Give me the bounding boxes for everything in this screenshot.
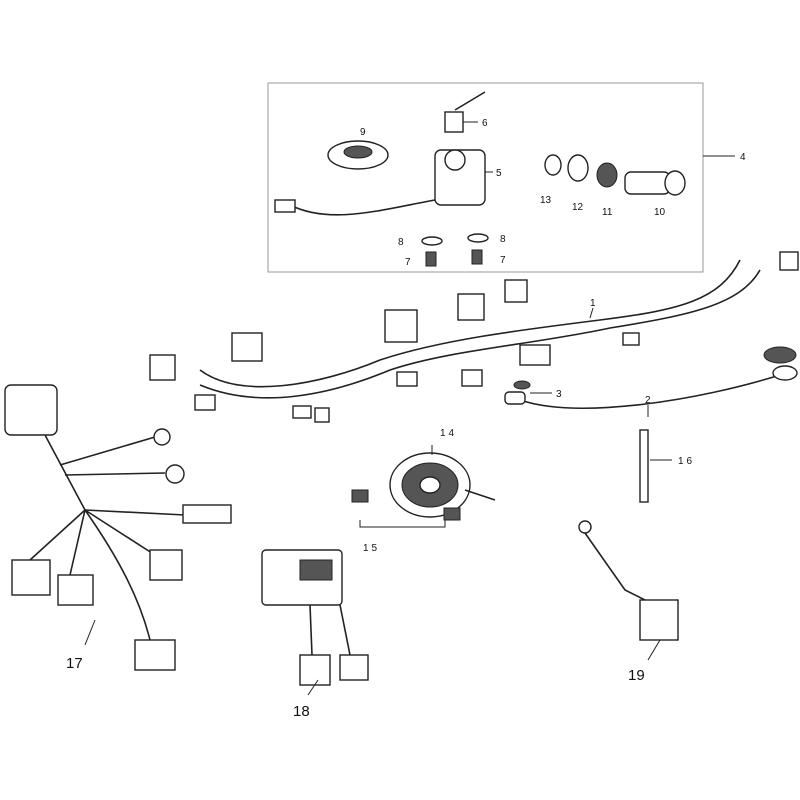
callout-8b: 8	[500, 234, 506, 245]
callout-9: 9	[360, 127, 366, 138]
leader-lines	[84, 121, 672, 696]
main-wire-harness	[149, 251, 799, 423]
ground-cable	[504, 346, 798, 409]
callout-16: 16	[678, 456, 695, 467]
callout-2: 2	[645, 395, 651, 406]
callout-5: 5	[496, 168, 502, 179]
callout-17: 17	[66, 655, 83, 672]
callout-6: 6	[482, 118, 488, 129]
screw-3	[513, 380, 531, 390]
fuse-16	[639, 429, 649, 503]
callout-7a: 7	[405, 257, 411, 268]
callout-8a: 8	[398, 237, 404, 248]
callout-12: 12	[572, 202, 584, 213]
relay-19	[578, 520, 679, 641]
switch-cover	[327, 140, 389, 170]
callout-7b: 7	[500, 255, 506, 266]
sub-harness-17	[4, 384, 232, 671]
callout-11: 11	[602, 207, 613, 218]
callout-15: 15	[363, 543, 380, 554]
callout-14: 14	[440, 428, 457, 439]
callout-13: 13	[540, 195, 552, 206]
ignition-set-inset	[267, 82, 704, 273]
key-part	[444, 111, 464, 133]
callout-19: 19	[628, 667, 645, 684]
horn	[351, 452, 496, 521]
callout-4: 4	[740, 152, 746, 163]
callout-18: 18	[293, 703, 310, 720]
washers-bolts	[421, 233, 489, 267]
callout-3: 3	[556, 389, 562, 400]
callout-1: 1	[590, 298, 596, 309]
callout-10: 10	[654, 207, 666, 218]
seat-lock	[544, 154, 686, 196]
control-module-18	[261, 549, 369, 686]
ignition-switch	[274, 91, 486, 216]
